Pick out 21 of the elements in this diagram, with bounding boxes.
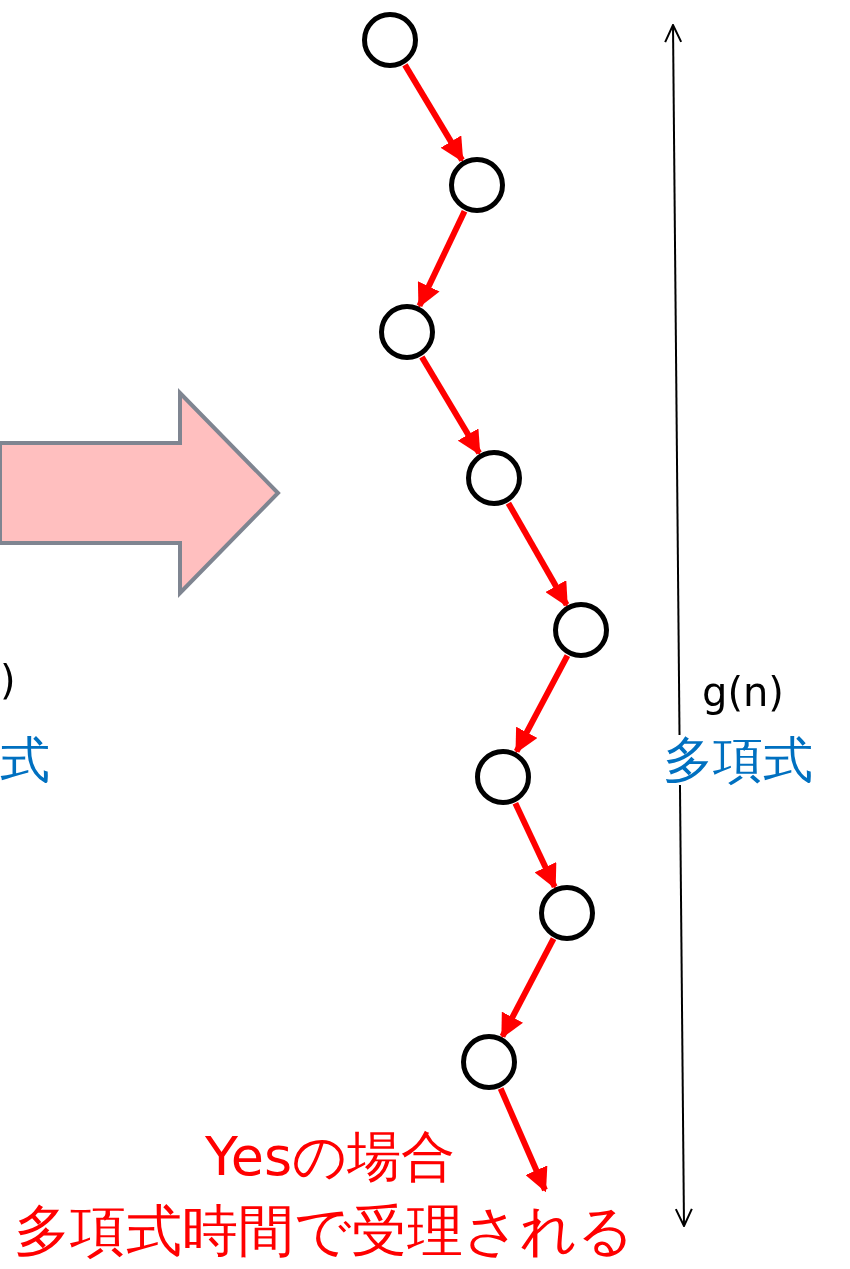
- circle-node: [449, 157, 505, 213]
- result-text: Yesの場合: [205, 1130, 456, 1184]
- math-label: ): [0, 660, 16, 700]
- circle-node: [362, 12, 418, 68]
- arrow: [497, 1087, 548, 1193]
- caption-text: 式: [0, 735, 50, 785]
- circle-node: [553, 602, 609, 658]
- circle-node: [466, 450, 522, 506]
- circle-node: [475, 749, 531, 805]
- result-text: 多項式時間で受理される: [14, 1203, 634, 1259]
- arrow: [416, 209, 468, 308]
- circle-node: [379, 304, 435, 360]
- arrow: [419, 355, 482, 456]
- arrow: [402, 63, 465, 163]
- caption-text: 多項式: [663, 735, 813, 785]
- arrow: [505, 501, 570, 607]
- circle-node: [461, 1034, 517, 1090]
- arrow: [512, 801, 558, 889]
- arrow: [499, 937, 557, 1039]
- circle-node: [539, 885, 595, 941]
- arrow: [513, 654, 571, 754]
